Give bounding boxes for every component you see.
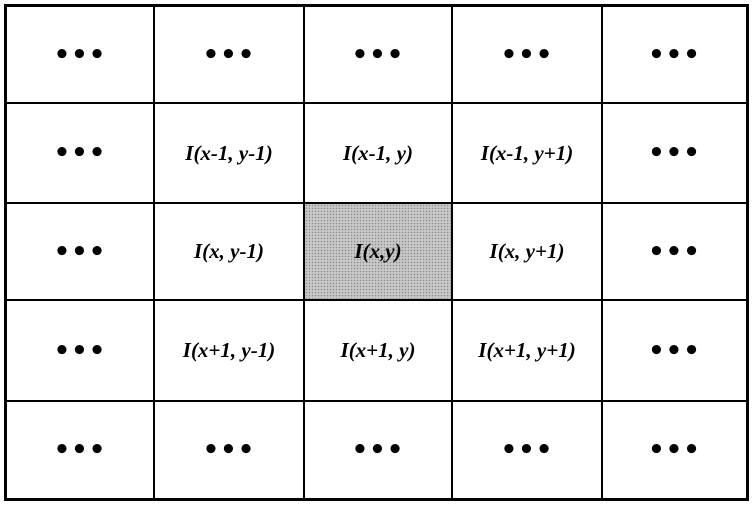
grid-cell-r4-c2: ••• [305,402,453,498]
grid-cell-r4-c3: ••• [453,402,603,498]
grid-cell-r0-c2: ••• [305,7,453,104]
grid-cell-r2-c3: I(x, y+1) [453,204,603,301]
grid-cell-r0-c4: ••• [603,7,746,104]
grid-cell-r2-c1: I(x, y-1) [155,204,305,301]
center-pixel-cell: I(x,y) [305,204,453,301]
pixel-neighborhood-grid: ••• ••• ••• ••• ••• ••• I(x-1, y-1) I(x-… [4,4,749,501]
grid-cell-r2-c4: ••• [603,204,746,301]
grid-cell-r1-c2: I(x-1, y) [305,104,453,204]
grid-cell-r3-c2: I(x+1, y) [305,301,453,402]
grid-cell-r4-c4: ••• [603,402,746,498]
grid-cell-r1-c4: ••• [603,104,746,204]
grid-cell-r0-c0: ••• [7,7,155,104]
grid-cell-r1-c3: I(x-1, y+1) [453,104,603,204]
grid-cell-r4-c0: ••• [7,402,155,498]
grid-cell-r4-c1: ••• [155,402,305,498]
grid-cell-r3-c1: I(x+1, y-1) [155,301,305,402]
grid-cell-r3-c3: I(x+1, y+1) [453,301,603,402]
grid-cell-r2-c0: ••• [7,204,155,301]
grid-cell-r1-c1: I(x-1, y-1) [155,104,305,204]
grid-cell-r3-c0: ••• [7,301,155,402]
grid-cell-r3-c4: ••• [603,301,746,402]
grid-cell-r0-c1: ••• [155,7,305,104]
grid-cell-r0-c3: ••• [453,7,603,104]
grid-cell-r1-c0: ••• [7,104,155,204]
